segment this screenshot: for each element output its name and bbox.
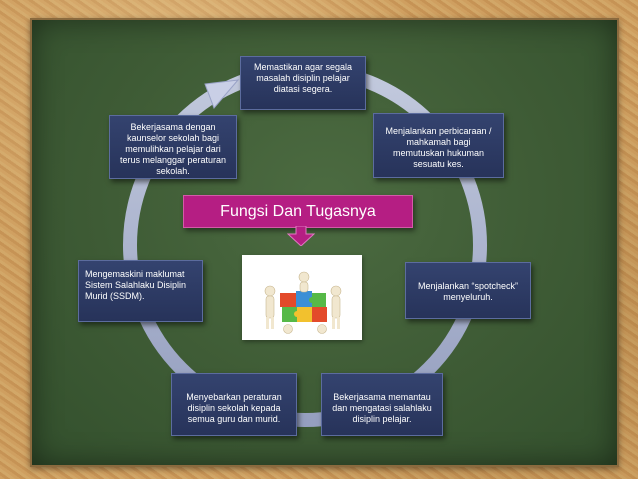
item-text: Menjalankan “spotcheck” menyeluruh. [417, 281, 519, 302]
item-text: Memastikan agar segala masalah disiplin … [253, 62, 353, 94]
item-menyebarkan: Menyebarkan peraturan disiplin sekolah k… [171, 373, 297, 436]
item-text: Menyebarkan peraturan disiplin sekolah k… [186, 392, 282, 424]
item-bekerjasama-memantau: Bekerjasama memantau dan mengatasi salah… [321, 373, 443, 436]
item-kaunselor: Bekerjasama dengan kaunselor sekolah bag… [109, 115, 237, 179]
puzzle-figures-icon [264, 271, 342, 334]
item-text: Bekerjasama dengan kaunselor sekolah bag… [119, 122, 227, 176]
item-spotcheck: Menjalankan “spotcheck” menyeluruh. [405, 262, 531, 319]
down-arrow-icon [287, 226, 315, 246]
item-text: Menjalankan perbicaraan / mahkamah bagi … [385, 126, 492, 169]
item-memastikan: Memastikan agar segala masalah disiplin … [240, 56, 366, 110]
teamwork-puzzle-illustration [242, 255, 362, 340]
item-text: Bekerjasama memantau dan mengatasi salah… [332, 392, 432, 424]
cycle-arrow-icon [204, 79, 240, 109]
item-ssdm: Mengemaskini maklumat Sistem Salahlaku D… [78, 260, 203, 322]
item-text: Mengemaskini maklumat Sistem Salahlaku D… [85, 269, 187, 301]
diagram-title: Fungsi Dan Tugasnya [183, 195, 413, 228]
item-perbicaraan: Menjalankan perbicaraan / mahkamah bagi … [373, 113, 504, 178]
